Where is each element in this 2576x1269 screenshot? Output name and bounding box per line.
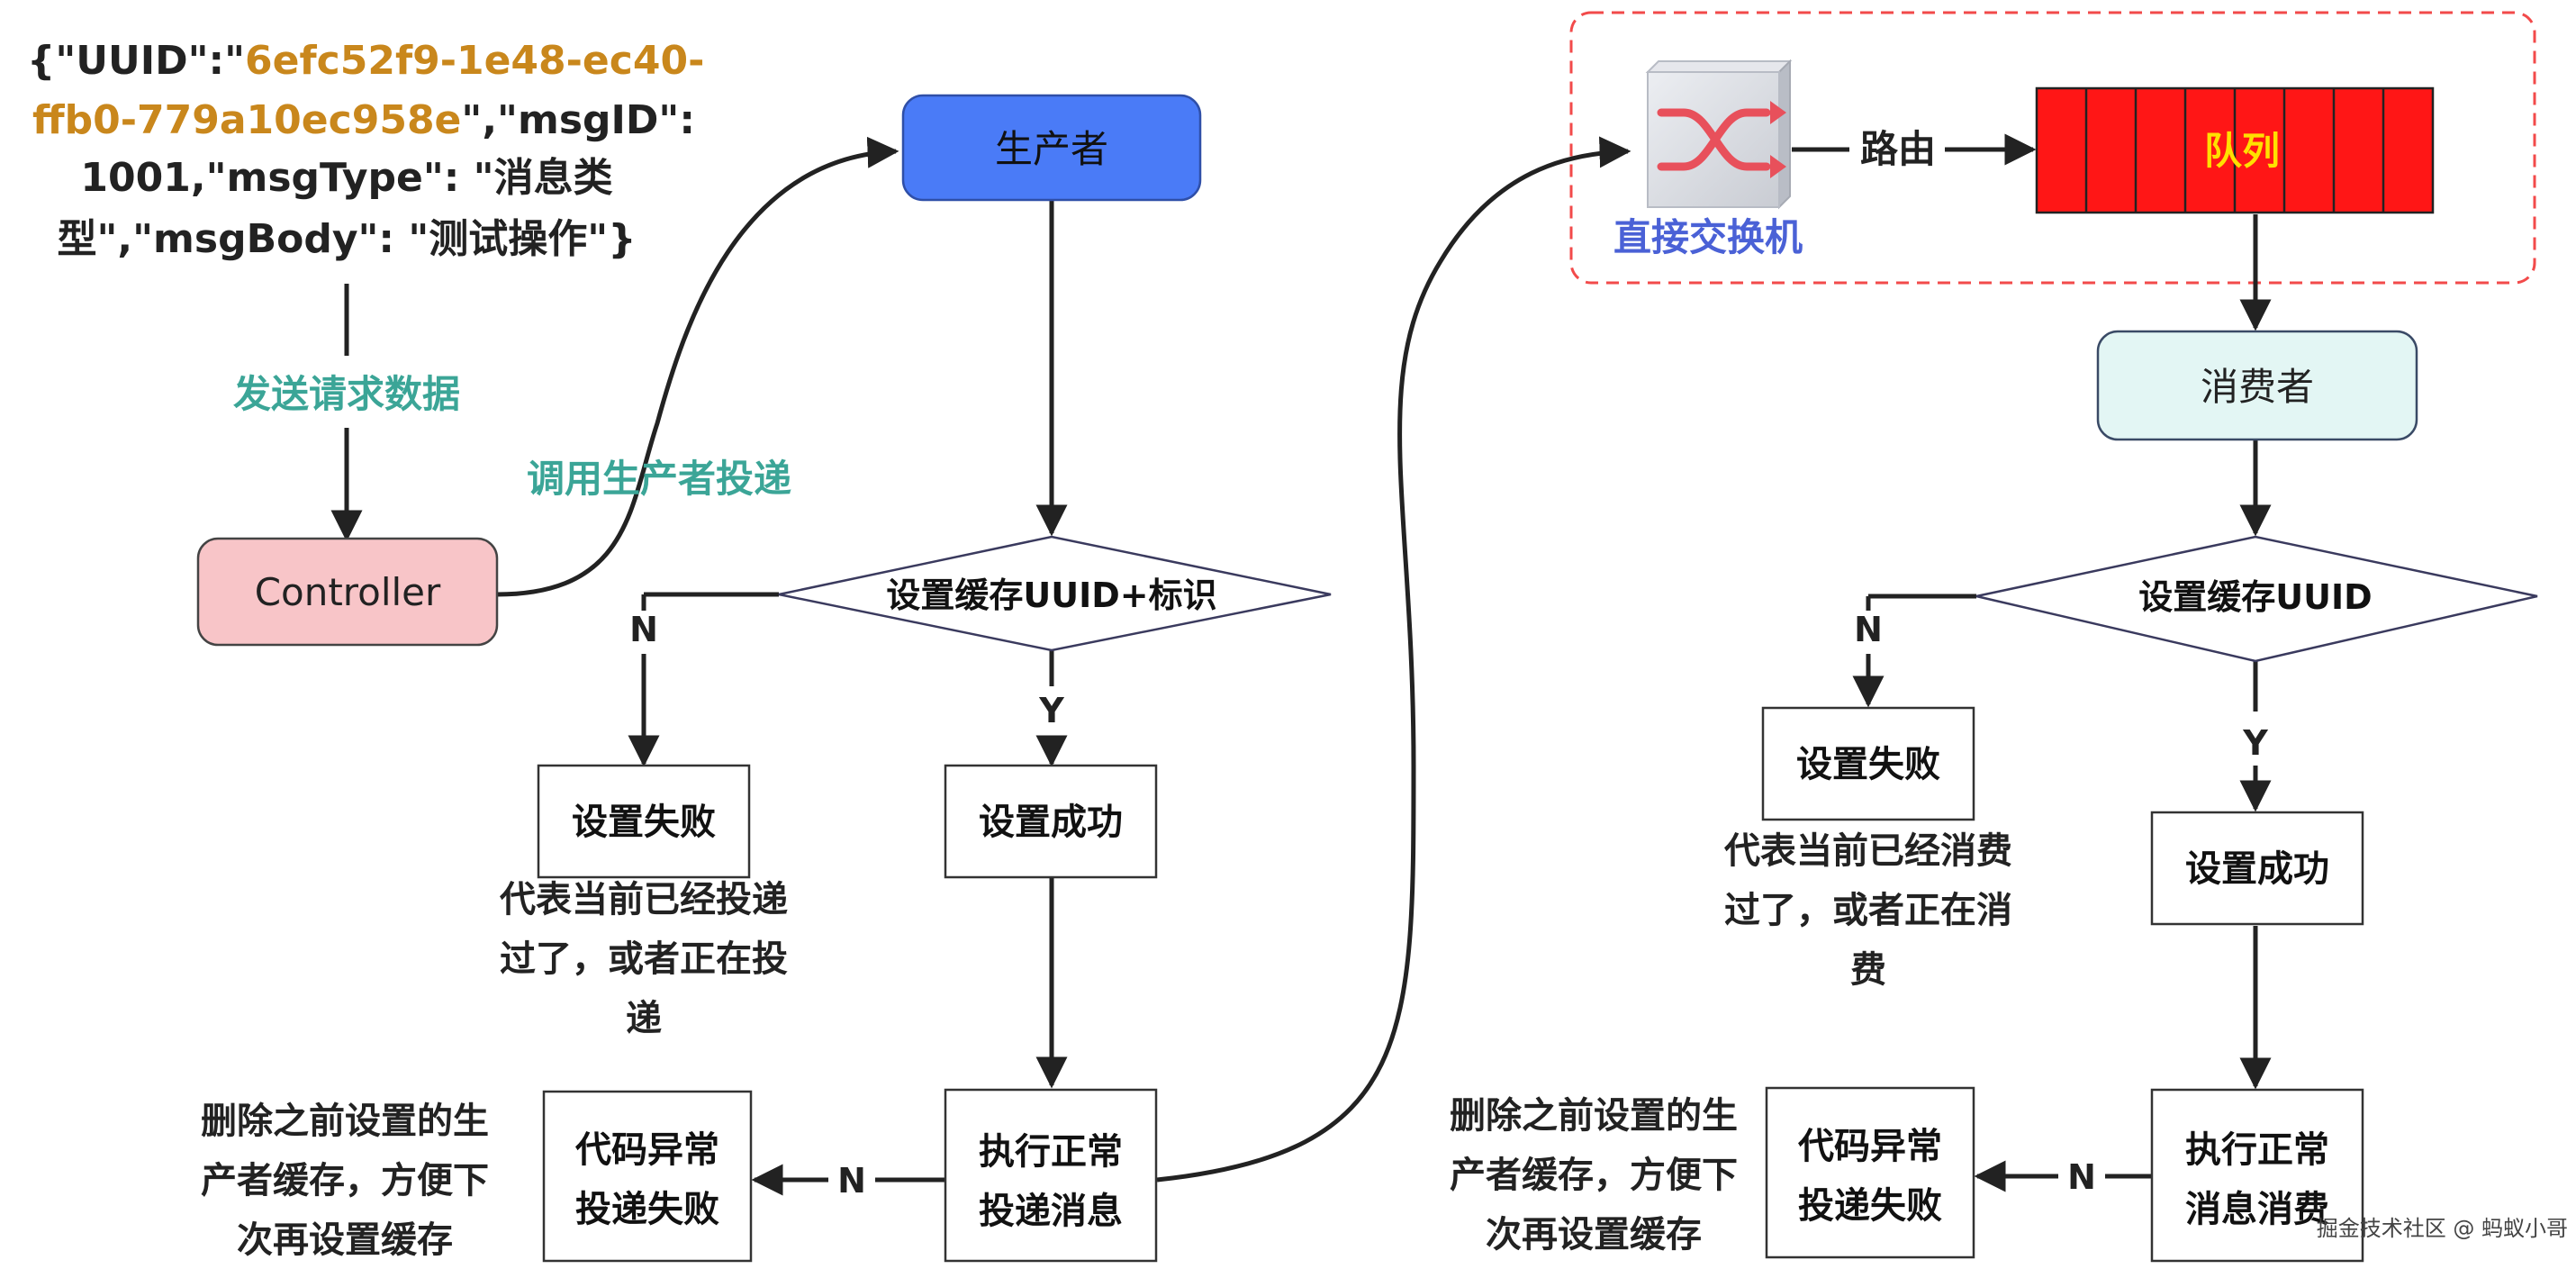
- watermark: 掘金技术社区 @ 蚂蚁小哥: [2317, 1216, 2568, 1241]
- consumed-note-line-1: 代表当前已经消费: [1723, 830, 2012, 872]
- direct-exchange-icon: [1645, 59, 1793, 210]
- delete-right-line-2: 产者缓存，方便下: [1450, 1155, 1738, 1196]
- code-error-right-line-2: 投递失败: [1798, 1185, 1942, 1227]
- controller-node[interactable]: Controller: [196, 537, 499, 647]
- delete-cache-note-right: 删除之前设置的生 产者缓存，方便下 次再设置缓存: [1450, 1095, 1738, 1255]
- exec-deliver-line-1: 执行正常: [979, 1131, 1123, 1173]
- exec-consume-node: 执行正常 消息消费: [2150, 1088, 2364, 1263]
- set-fail-right-node: 设置失败: [1761, 706, 1975, 821]
- code-error-left-node: 代码异常 投递失败: [542, 1090, 753, 1263]
- code-error-right-line-1: 代码异常: [1797, 1126, 1942, 1167]
- delivered-note-line-1: 代表当前已经投递: [499, 879, 788, 920]
- delete-left-line-3: 次再设置缓存: [237, 1219, 453, 1261]
- delete-cache-note-left: 删除之前设置的生 产者缓存，方便下 次再设置缓存: [201, 1101, 489, 1261]
- direct-exchange-label: 直接交换机: [1613, 215, 1803, 259]
- decision-cache-uuid-flag-label: 设置缓存UUID+标识: [886, 576, 1216, 615]
- send-request-label: 发送请求数据: [233, 372, 460, 416]
- decision-cache-uuid-label: 设置缓存UUID: [2138, 577, 2372, 617]
- set-success-left-node: 设置成功: [944, 764, 1158, 879]
- producer-label: 生产者: [995, 127, 1108, 171]
- json-line-4: 型","msgBody": "测试操作"}: [57, 216, 636, 262]
- exec-consume-line-2: 消息消费: [2185, 1189, 2329, 1230]
- controller-label: Controller: [255, 570, 441, 614]
- consumed-note: 代表当前已经消费 过了，或者正在消 费: [1723, 830, 2012, 991]
- exchange-queue-dashed-group: [1569, 11, 2536, 285]
- exec-deliver-node: 执行正常 投递消息: [944, 1088, 1158, 1263]
- consumed-note-line-2: 过了，或者正在消: [1724, 890, 2012, 931]
- json-line-1: {"UUID":"6efc52f9-1e48-ec40-: [27, 38, 704, 84]
- delivered-note-line-2: 过了，或者正在投: [500, 938, 788, 980]
- delete-right-line-1: 删除之前设置的生: [1450, 1095, 1738, 1137]
- call-producer-label: 调用生产者投递: [527, 457, 791, 501]
- queue-node: 队列: [2035, 86, 2435, 214]
- code-error-left-line-2: 投递失败: [575, 1189, 719, 1230]
- consumed-note-line-3: 费: [1850, 949, 1886, 991]
- delivered-note-line-3: 递: [626, 998, 662, 1039]
- json-line-2: ffb0-779a10ec958e","msgID":: [32, 97, 695, 143]
- queue-label: 队列: [2204, 129, 2280, 173]
- set-success-right-node: 设置成功: [2150, 811, 2364, 926]
- left-decision-n-label: N: [629, 610, 658, 649]
- delete-right-line-3: 次再设置缓存: [1486, 1214, 1702, 1255]
- route-label: 路由: [1860, 127, 1936, 171]
- delete-left-line-1: 删除之前设置的生: [201, 1101, 489, 1142]
- set-success-right-label: 设置成功: [2185, 848, 2329, 890]
- json-line-3: 1001,"msgType": "消息类: [80, 155, 612, 201]
- set-fail-right-label: 设置失败: [1796, 744, 1940, 785]
- send-request-label-bg: [212, 358, 482, 427]
- left-connectors: [330, 136, 1631, 1196]
- decision-cache-uuid: 设置缓存UUID: [1975, 535, 2538, 663]
- consumer-label: 消费者: [2201, 365, 2314, 409]
- exec-deliver-n-label: N: [837, 1161, 866, 1201]
- json-payload: {"UUID":"6efc52f9-1e48-ec40- ffb0-779a10…: [27, 38, 704, 262]
- producer-node[interactable]: 生产者: [901, 94, 1202, 202]
- set-fail-left-node: 设置失败: [537, 764, 751, 879]
- delete-left-line-2: 产者缓存，方便下: [201, 1160, 489, 1201]
- delivered-note: 代表当前已经投递 过了，或者正在投 递: [499, 879, 788, 1039]
- right-decision-y-label: Y: [2242, 723, 2268, 763]
- code-error-left-line-1: 代码异常: [574, 1129, 719, 1171]
- decision-cache-uuid-flag: 设置缓存UUID+标识: [778, 535, 1332, 652]
- right-decision-n-label: N: [1854, 610, 1883, 649]
- code-error-right-node: 代码异常 投递失败: [1765, 1086, 1975, 1259]
- exec-consume-n-label: N: [2067, 1157, 2096, 1197]
- exec-consume-line-1: 执行正常: [2185, 1129, 2329, 1171]
- set-fail-left-label: 设置失败: [572, 802, 716, 843]
- exec-deliver-line-2: 投递消息: [979, 1191, 1123, 1232]
- consumer-node[interactable]: 消费者: [2096, 330, 2418, 441]
- set-success-left-label: 设置成功: [979, 802, 1123, 843]
- exec-to-exchange-arrow: [1156, 136, 1631, 1183]
- controller-to-producer-arrow: [496, 136, 899, 597]
- left-decision-y-label: Y: [1038, 691, 1064, 730]
- right-connectors: [1792, 133, 2272, 1192]
